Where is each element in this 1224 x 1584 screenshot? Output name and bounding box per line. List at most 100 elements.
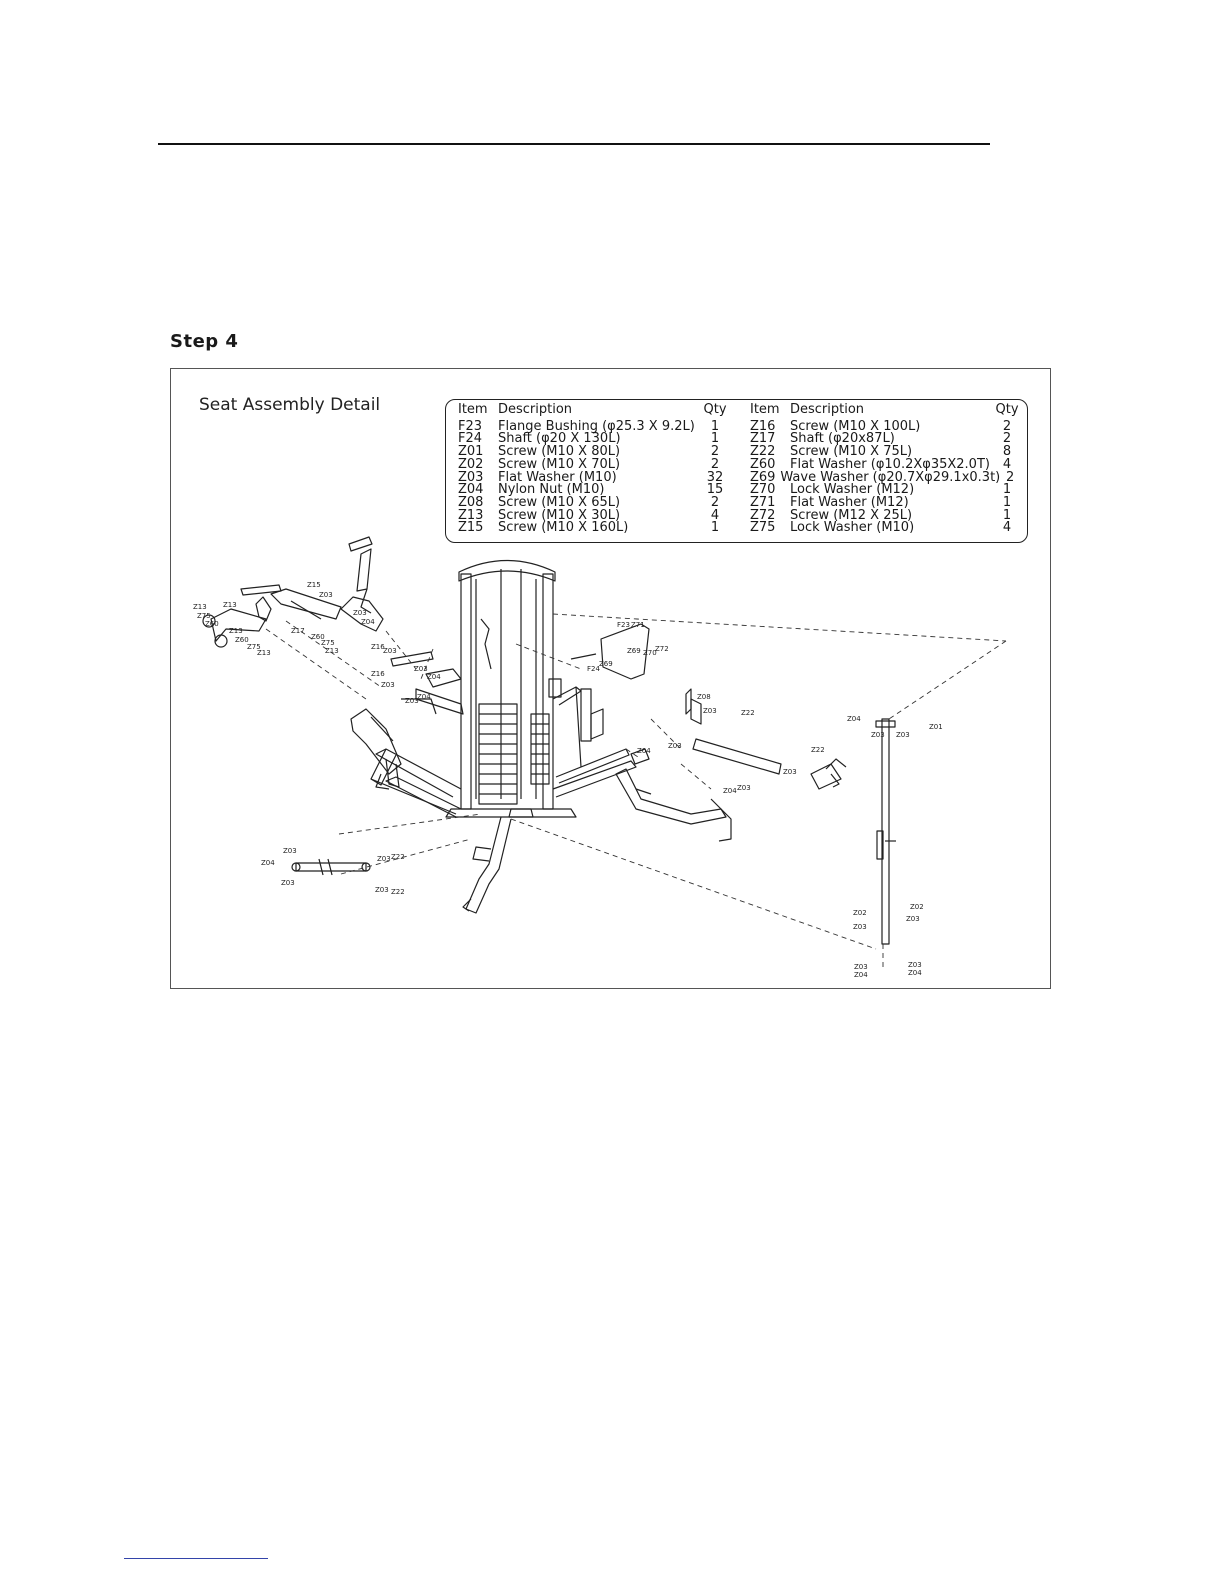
part-item: Z04 [458, 482, 484, 498]
header-description: Description [790, 402, 865, 417]
arm-assembly-left [202, 536, 462, 688]
rear-seat-assembly [570, 623, 847, 790]
callout-label: Z04 [854, 971, 868, 979]
callout-label: Z70 [643, 649, 657, 657]
part-qty: 4 [1002, 456, 1012, 472]
part-description: Screw (M10 X 70L) [498, 456, 621, 472]
part-item: Z08 [458, 494, 484, 510]
callout-label: Z04 [908, 969, 922, 977]
part-description: Screw (M10 X 160L) [498, 520, 629, 536]
callout-label: Z03 [381, 681, 395, 689]
callout-label: Z03 [319, 591, 333, 599]
part-qty: 2 [710, 444, 720, 460]
assembly-guide-lines [265, 613, 1007, 969]
part-qty: 1 [1002, 494, 1012, 510]
part-item: Z75 [750, 520, 776, 536]
callout-label: Z22 [741, 709, 755, 717]
part-qty: 1 [710, 418, 720, 434]
callout-label: Z03 [854, 963, 868, 971]
callout-label: Z13 [257, 649, 271, 657]
detail-title: Seat Assembly Detail [199, 395, 381, 415]
part-description: Flange Bushing (φ25.3 X 9.2L) [498, 418, 695, 434]
callout-label: Z03 [414, 665, 428, 673]
callout-label: F24 [587, 665, 600, 673]
part-description: Flat Washer (M12) [790, 494, 909, 510]
part-qty: 2 [710, 494, 720, 510]
callout-label: Z04 [427, 673, 441, 681]
callout-label: Z22 [391, 853, 405, 861]
part-qty: 1 [710, 520, 720, 536]
part-callouts: Z15 Z03 Z03 Z04 Z13 Z13 Z75 Z60 Z13 Z17 … [193, 581, 943, 979]
main-tower-frame [445, 559, 577, 818]
part-item: Z69 [750, 469, 776, 485]
lower-bar-assembly [291, 858, 371, 876]
part-row: Z01 Screw (M10 X 80L) 2 [458, 444, 728, 460]
callout-label: Z03 [908, 961, 922, 969]
parts-list-header: Item Description Qty [750, 402, 1020, 417]
callout-label: Z03 [703, 707, 717, 715]
part-qty: 15 [706, 482, 724, 498]
header-qty: Qty [995, 402, 1019, 417]
part-qty: 1 [710, 431, 720, 447]
callout-label: Z04 [417, 693, 431, 701]
callout-label: Z04 [847, 715, 861, 723]
callout-label: Z13 [325, 647, 339, 655]
callout-label: Z69 [627, 647, 641, 655]
callout-label: Z03 [896, 731, 910, 739]
header-item: Item [458, 402, 488, 417]
part-qty: 2 [1002, 418, 1012, 434]
callout-label: Z13 [193, 603, 207, 611]
callout-label: Z17 [291, 627, 305, 635]
header-item: Item [750, 402, 780, 417]
part-description: Screw (M10 X 100L) [790, 418, 921, 434]
diagram-frame: Z15 Z03 Z03 Z04 Z13 Z13 Z75 Z60 Z13 Z17 … [170, 368, 1051, 989]
part-qty: 4 [1002, 520, 1012, 536]
footer-rule [124, 1558, 268, 1559]
part-item: Z70 [750, 482, 776, 498]
callout-label: F23 [617, 621, 630, 629]
part-item: Z02 [458, 456, 484, 472]
callout-label: Z04 [361, 618, 375, 626]
callout-label: Z22 [811, 746, 825, 754]
header-description: Description [498, 402, 573, 417]
part-item: Z03 [458, 469, 484, 485]
callout-label: Z03 [405, 697, 419, 705]
callout-label: Z03 [871, 731, 885, 739]
part-description: Shaft (φ20 X 130L) [498, 431, 621, 447]
part-description: Lock Washer (M12) [790, 482, 915, 498]
part-description: Screw (M10 X 30L) [498, 507, 621, 523]
part-description: Screw (M10 X 65L) [498, 494, 621, 510]
callout-label: Z03 [281, 879, 295, 887]
part-description: Flat Washer (φ10.2Xφ35X2.0T) [790, 456, 990, 472]
part-description: Shaft (φ20x87L) [790, 431, 895, 447]
part-item: Z60 [750, 456, 776, 472]
callout-label: Z03 [783, 768, 797, 776]
part-item: Z72 [750, 507, 776, 523]
part-qty: 1 [1002, 482, 1012, 498]
part-row: Z70 Lock Washer (M12) 1 [750, 482, 1020, 498]
callout-label: Z13 [229, 627, 243, 635]
callout-label: Z04 [637, 747, 651, 755]
callout-label: Z03 [283, 847, 297, 855]
left-base-frame [350, 688, 464, 818]
part-item: Z13 [458, 507, 484, 523]
step-title: Step 4 [170, 331, 239, 352]
callout-label: Z04 [723, 787, 737, 795]
header-qty: Qty [703, 402, 727, 417]
part-description: Wave Washer (φ20.7Xφ29.1x0.3t) [780, 469, 1001, 485]
part-item: Z01 [458, 444, 484, 460]
part-description: Screw (M10 X 80L) [498, 444, 621, 460]
callout-label: Z75 [247, 643, 261, 651]
part-item: Z22 [750, 444, 776, 460]
header-rule [158, 143, 990, 145]
